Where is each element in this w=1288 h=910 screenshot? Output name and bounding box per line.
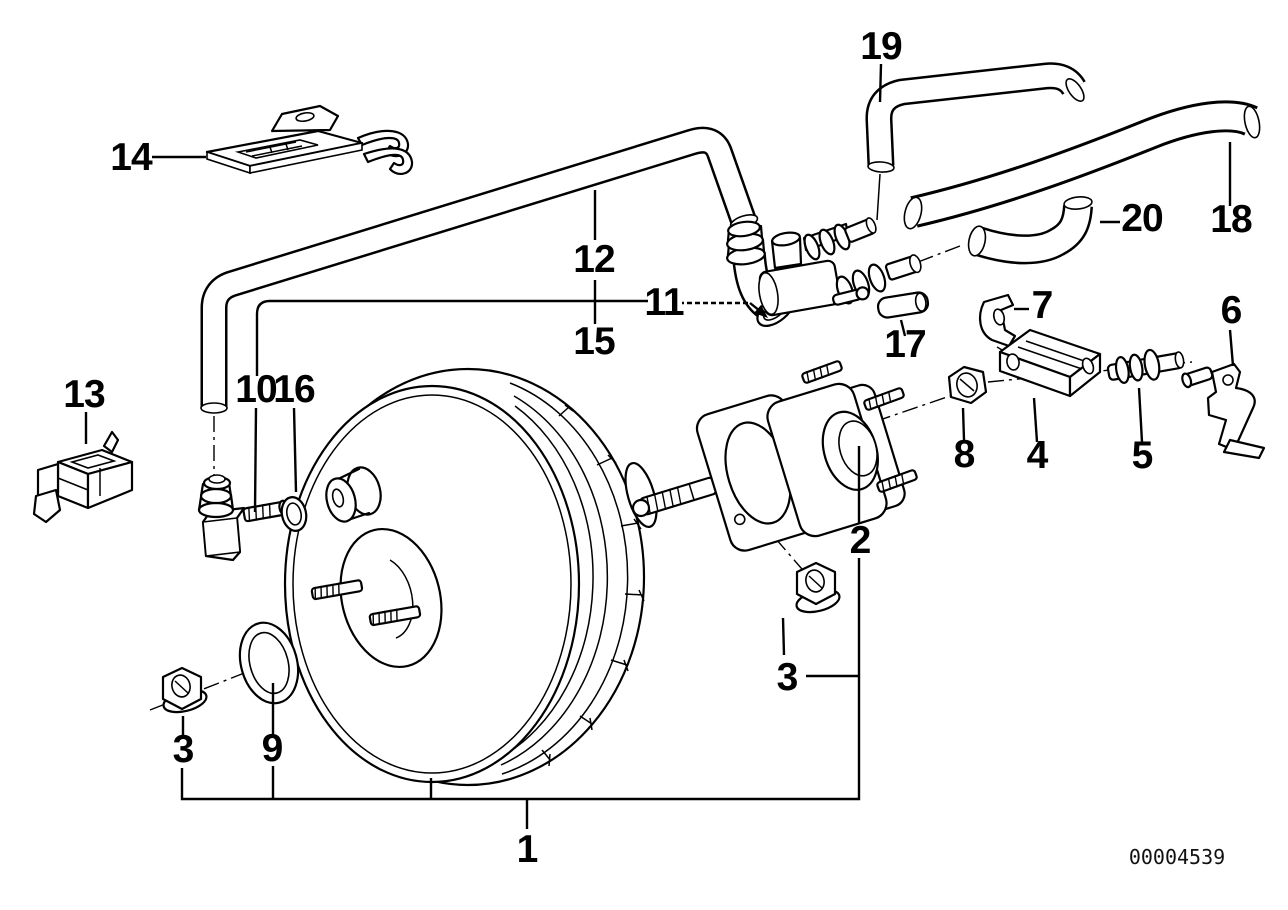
callout-12: 12: [573, 238, 615, 281]
holder-clip-drawing: [32, 430, 134, 524]
callout-16: 16: [273, 368, 315, 411]
callout-7: 7: [1032, 284, 1053, 327]
callout-4: 4: [1027, 434, 1049, 477]
callout-1: 1: [517, 828, 538, 871]
hex-nut-right-drawing: [795, 561, 841, 614]
callout-20: 20: [1121, 197, 1163, 240]
clip-7-drawing: [978, 293, 1017, 348]
adapter-stud: [801, 360, 843, 384]
valve-upper-barb: [802, 217, 877, 261]
fitting-5-drawing: [1106, 348, 1185, 384]
callout-3: 3: [777, 656, 798, 699]
callout-10: 10: [235, 368, 277, 411]
vacuum-port-boss: [325, 466, 382, 523]
holder-6-drawing: [1181, 362, 1266, 460]
hose-19-drawing: [865, 62, 1086, 221]
callout-13: 13: [63, 373, 105, 416]
o-ring-drawing: [238, 621, 300, 705]
elbow-connector-drawing: [197, 474, 289, 562]
brake-booster-drawing: [283, 367, 718, 787]
insertion-arrowhead: [754, 305, 768, 318]
hose-20-drawing: [967, 196, 1093, 265]
rim-crimp-tabs: [541, 404, 645, 767]
adapter-stud: [863, 387, 905, 411]
callout-19: 19: [860, 25, 902, 68]
callout-15: 15: [573, 320, 615, 363]
callout-9: 9: [262, 727, 283, 770]
hex-nut-left-drawing: [161, 666, 208, 714]
callout-6: 6: [1221, 289, 1242, 332]
valve-nipple: [831, 286, 870, 306]
check-valve-drawing: [726, 217, 922, 327]
block-4-drawing: [998, 328, 1102, 398]
callout-2: 2: [850, 519, 871, 562]
push-rod: [624, 461, 718, 529]
callout-3: 3: [173, 728, 194, 771]
grommet-drawing: [280, 496, 308, 532]
mounting-stud: [310, 579, 364, 601]
adapter-stud: [876, 469, 918, 493]
callout-17: 17: [884, 323, 925, 366]
callout-11: 11: [644, 281, 684, 324]
sleeve-drawing: [876, 291, 930, 319]
bracket-drawing: [205, 104, 414, 175]
callout-18: 18: [1210, 198, 1252, 241]
mounting-stud: [368, 605, 422, 627]
flange-adapter-drawing: [766, 360, 918, 538]
callout-8: 8: [954, 433, 975, 476]
callout-14: 14: [110, 136, 153, 179]
callout-5: 5: [1132, 434, 1153, 477]
hose-18-drawing: [903, 100, 1261, 230]
valve-top-port: [770, 231, 803, 270]
booster-hub: [310, 527, 443, 669]
hex-nut-8-drawing: [947, 365, 988, 405]
leader-lines: [84, 63, 1235, 829]
drawing-number: 00004539: [1129, 845, 1225, 869]
